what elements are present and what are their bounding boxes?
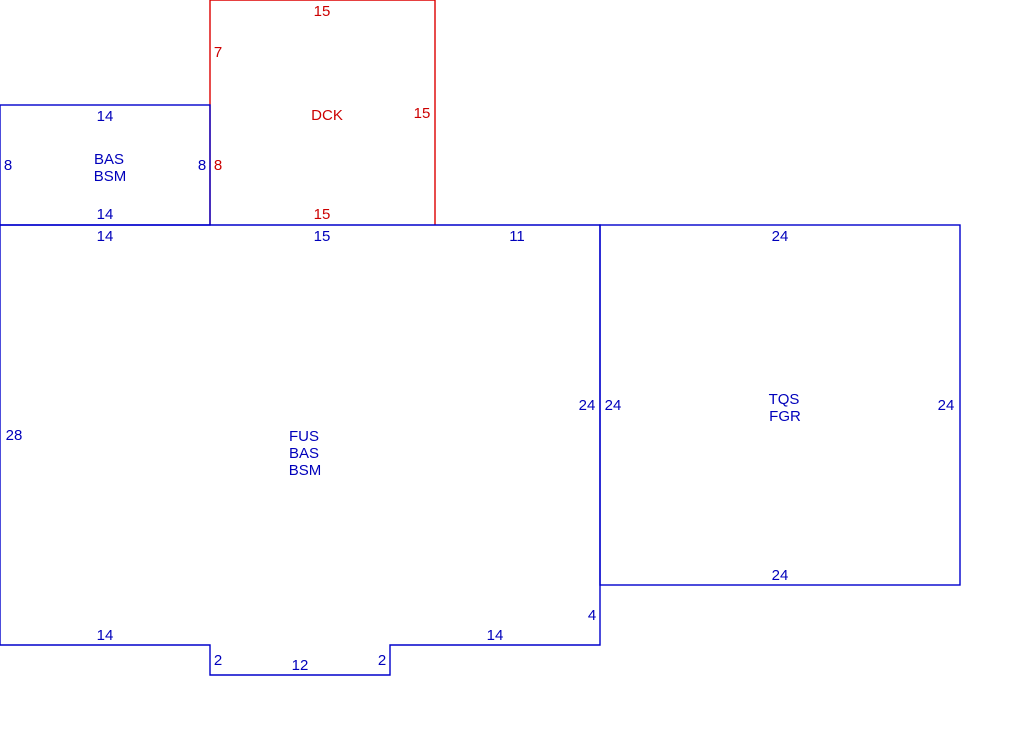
main-bottom-right-dim: 14	[487, 627, 504, 644]
bas-bottom-dim: 14	[97, 206, 114, 223]
main-top-right-dim: 11	[509, 228, 525, 245]
main-area-line3: BSM	[289, 462, 322, 479]
gar-right-dim: 24	[938, 397, 955, 414]
gar-area-line2: FGR	[769, 408, 801, 425]
main-top-mid-dim: 15	[314, 228, 331, 245]
bas-top-dim: 14	[97, 108, 114, 125]
garage-outline	[599, 224, 961, 586]
dck-bottom-dim: 15	[314, 206, 331, 223]
main-area-line2: BAS	[289, 445, 319, 462]
main-right-notch-dim: 4	[588, 607, 596, 624]
bas-left-dim: 8	[4, 157, 12, 174]
main-right-dim: 24	[579, 397, 596, 414]
bay-left-dim: 2	[214, 652, 222, 669]
main-bottom-left-dim: 14	[97, 627, 114, 644]
main-area-line1: FUS	[289, 428, 319, 445]
gar-left-dim: 24	[605, 397, 622, 414]
dck-area-label: DCK	[311, 107, 343, 124]
bas-area-line2: BSM	[94, 168, 127, 185]
gar-top-dim: 24	[772, 228, 789, 245]
gar-bottom-dim: 24	[772, 567, 789, 584]
dck-right-dim: 15	[414, 105, 431, 122]
gar-area-line1: TQS	[769, 391, 800, 408]
bas-area-line1: BAS	[94, 151, 124, 168]
dck-left-dim: 7	[214, 44, 222, 61]
dck-shared-dim: 8	[214, 157, 222, 174]
bay-right-dim: 2	[378, 652, 386, 669]
main-left-dim: 28	[6, 427, 23, 444]
bay-bottom-dim: 12	[292, 657, 309, 674]
dck-top-dim: 15	[314, 3, 331, 20]
main-top-left-dim: 14	[97, 228, 114, 245]
bas-right-dim: 8	[198, 157, 206, 174]
